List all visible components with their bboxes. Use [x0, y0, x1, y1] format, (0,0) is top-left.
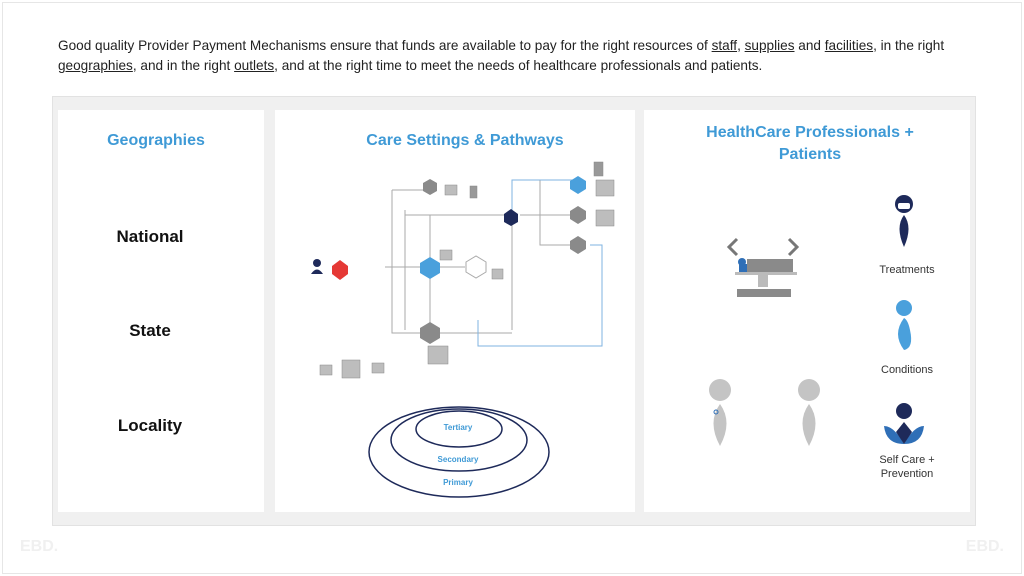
- care-levels-rings: [368, 406, 550, 498]
- doctor-icon: [709, 379, 731, 446]
- hcp-column: [644, 110, 970, 512]
- self-care-icon: [884, 403, 924, 444]
- care-title: Care Settings & Pathways: [366, 132, 564, 149]
- level-state: State: [129, 321, 171, 340]
- label-self-care: Self Care +Prevention: [879, 454, 935, 480]
- hcp-title: HealthCare Professionals +Patients: [706, 124, 914, 163]
- treatments-icon: [895, 195, 913, 247]
- ring-tertiary: Tertiary: [443, 423, 473, 432]
- care-pathway-diagram: [311, 161, 615, 379]
- label-conditions: Conditions: [881, 364, 933, 376]
- ring-primary: Primary: [443, 478, 473, 487]
- ring-secondary: Secondary: [437, 455, 479, 464]
- nurse-icon: [798, 379, 820, 446]
- level-national: National: [116, 227, 184, 246]
- conditions-icon: [896, 300, 912, 350]
- geographies-title: Geographies: [107, 132, 205, 149]
- watermark-right: EBD.: [965, 538, 1004, 555]
- operating-table-icon: [726, 237, 800, 297]
- intro-text: Good quality Provider Payment Mechanisms…: [58, 38, 945, 73]
- care-settings-column: [275, 110, 635, 512]
- hexagon-nodes: [332, 176, 586, 344]
- label-treatments: Treatments: [879, 264, 935, 276]
- level-locality: Locality: [117, 416, 183, 435]
- watermark-left: EBD.: [20, 538, 59, 555]
- geographies-column: [58, 110, 264, 512]
